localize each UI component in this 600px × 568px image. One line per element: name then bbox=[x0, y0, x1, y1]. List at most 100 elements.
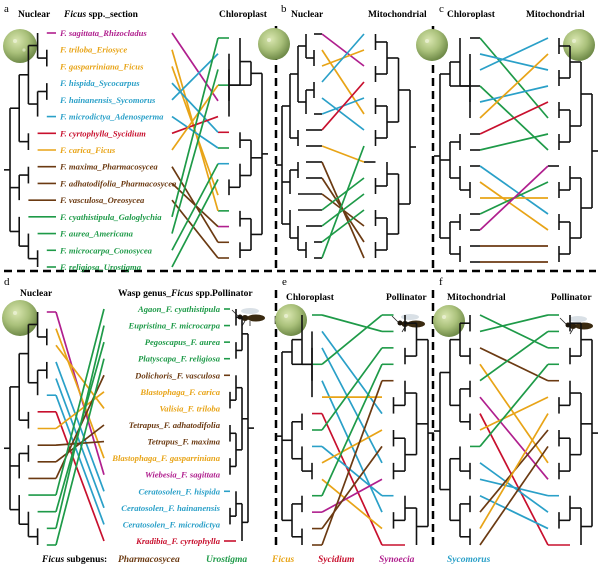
tanglegram-link bbox=[479, 181, 549, 231]
tanglegram-link bbox=[171, 179, 219, 268]
tanglegram-link bbox=[479, 396, 549, 431]
taxon-label: F. cyrtophylla_Sycidium bbox=[59, 128, 146, 138]
taxon-label: Blastophaga_F. carica bbox=[139, 387, 220, 397]
tanglegram-link bbox=[479, 133, 549, 151]
panel-b-links bbox=[321, 33, 365, 259]
tanglegram-link bbox=[171, 163, 219, 251]
panel-c-right-title: Mitochondrial bbox=[526, 10, 585, 20]
panel-d-center-title: Wasp genus_Ficus spp. bbox=[118, 289, 212, 299]
tanglegram-link bbox=[321, 193, 365, 227]
tanglegram-link bbox=[479, 413, 549, 530]
tanglegram-link bbox=[479, 445, 549, 546]
tanglegram-link bbox=[479, 53, 549, 71]
panel-d-nuclear-tree bbox=[4, 311, 56, 546]
panel-d-center-title-genus: Ficus bbox=[170, 289, 193, 299]
legend-title-genus: Ficus bbox=[41, 555, 64, 565]
panel-b-nuclear-tree bbox=[276, 33, 322, 259]
taxon-label: F. adhatodifolia_Pharmacosycea bbox=[59, 178, 177, 188]
taxon-label: F. carica_Ficus bbox=[59, 145, 116, 155]
tanglegram-link bbox=[321, 413, 383, 546]
taxon-label: F. maxima_Pharmacosycea bbox=[59, 162, 158, 172]
panel-b-mito-tree bbox=[364, 34, 416, 258]
panel-letter-b: b bbox=[281, 3, 287, 15]
panel-e-left-title: Chloroplast bbox=[286, 293, 335, 303]
panel-letter-a: a bbox=[4, 3, 9, 15]
tanglegram-link bbox=[321, 445, 383, 497]
tanglegram-link bbox=[321, 330, 383, 415]
tanglegram-link bbox=[321, 81, 365, 131]
panel-f-mito-tree bbox=[434, 315, 480, 545]
wasp-icon bbox=[231, 308, 265, 327]
panel-a-center-title-rest: spp._section bbox=[86, 10, 138, 20]
tanglegram-link bbox=[171, 182, 219, 228]
panel-d-center-title-prefix: Wasp genus_ bbox=[118, 289, 171, 299]
fig-fruit-icon bbox=[416, 29, 448, 61]
panel-b-left-title: Nuclear bbox=[291, 10, 324, 20]
taxon-label: F. cyathistipula_Galoglychia bbox=[59, 212, 162, 222]
taxon-label: F. gasparriniana_Ficus bbox=[59, 61, 144, 71]
fig-fruit-icon bbox=[275, 304, 307, 336]
taxon-label: F. microdictya_Adenosperma bbox=[59, 112, 164, 122]
tanglegram-link bbox=[479, 165, 549, 231]
tanglegram-link bbox=[171, 37, 219, 218]
tanglegram-link bbox=[321, 478, 383, 513]
taxon-label: F. hainanensis_Sycomorus bbox=[59, 95, 156, 105]
taxon-label: F. microcarpa_Conosycea bbox=[59, 245, 153, 255]
taxon-labels: F. sagittata_Rhizocladus F. triloba_Erios… bbox=[59, 28, 221, 546]
taxon-label: Eupristina_F. microcarpa bbox=[127, 321, 220, 331]
taxon-label: Kradibia_F. cyrtophylla bbox=[135, 536, 221, 546]
tanglegram-link bbox=[171, 32, 219, 102]
tanglegram-link bbox=[55, 328, 105, 459]
taxon-label: F. triloba_Eriosyce bbox=[59, 45, 127, 55]
tanglegram-link bbox=[55, 411, 105, 542]
panel-e-right-title: Pollinator bbox=[386, 293, 427, 303]
tanglegram-link bbox=[479, 494, 549, 530]
tanglegram-links bbox=[55, 32, 549, 546]
tanglegram-link bbox=[321, 347, 383, 464]
legend-item-pharmacosycea: Pharmacosycea bbox=[118, 555, 180, 565]
tanglegram-link bbox=[171, 115, 219, 149]
fig-fruit-icon bbox=[433, 305, 465, 337]
panel-letter-d: d bbox=[4, 276, 10, 288]
panel-a-left-title: Nuclear bbox=[18, 10, 51, 20]
tanglegram-link bbox=[55, 325, 105, 529]
tanglegram-link bbox=[171, 199, 219, 259]
tanglegram-link bbox=[321, 429, 383, 464]
taxon-label: Valisia_F. triloba bbox=[160, 403, 221, 413]
taxon-label: F. religiosa_Urostigma bbox=[59, 262, 142, 272]
tanglegram-link bbox=[479, 347, 549, 382]
panel-d-links bbox=[55, 308, 105, 546]
phylogenetic-trees bbox=[4, 32, 598, 546]
panel-a-links bbox=[171, 32, 219, 268]
panel-a-center-title: Ficus spp._section bbox=[63, 10, 139, 20]
tanglegram-link bbox=[321, 314, 383, 365]
tanglegram-link bbox=[321, 33, 365, 67]
tanglegram-link bbox=[55, 308, 105, 496]
tanglegram-link bbox=[321, 145, 365, 259]
panel-d-left-title: Nuclear bbox=[20, 289, 53, 299]
panel-a-right-title: Chloroplast bbox=[219, 10, 268, 20]
tanglegram-link bbox=[479, 85, 549, 103]
panel-c-links bbox=[479, 37, 549, 263]
tanglegram-link bbox=[55, 358, 105, 546]
tanglegram-link bbox=[321, 209, 365, 243]
tanglegram-link bbox=[55, 424, 105, 463]
taxon-label: Platyscapa_F. religiosa bbox=[138, 354, 221, 364]
panel-letter-e: e bbox=[282, 276, 287, 288]
taxon-label: F. sagittata_Rhizocladus bbox=[59, 28, 147, 38]
panel-c-chloroplast-tree bbox=[434, 37, 480, 263]
panel-a-nuclear-tree bbox=[4, 32, 56, 268]
legend-title: Ficus subgenus: bbox=[41, 555, 107, 565]
tanglegram-link bbox=[479, 101, 549, 135]
panel-e-chloroplast-tree bbox=[276, 314, 322, 546]
tanglegram-link bbox=[321, 97, 365, 131]
panel-e-links bbox=[321, 314, 383, 546]
taxon-label: Dolichoris_F. vasculosa bbox=[134, 370, 221, 380]
tanglegram-link bbox=[321, 380, 383, 546]
panel-letter-c: c bbox=[439, 3, 444, 15]
taxon-label: Wiebesia_F. sagittata bbox=[145, 470, 221, 480]
taxon-label: Ceratosolen_F. hispida bbox=[138, 486, 220, 496]
panel-b-right-title: Mitochondrial bbox=[368, 10, 427, 20]
